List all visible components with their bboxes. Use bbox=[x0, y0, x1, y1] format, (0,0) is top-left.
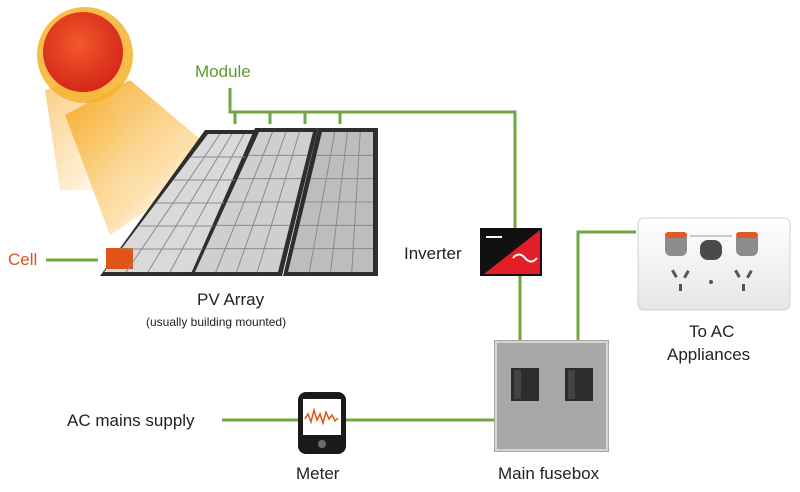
pv-array-note: (usually building mounted) bbox=[146, 315, 287, 329]
meter-icon bbox=[298, 392, 346, 454]
inverter-label: Inverter bbox=[404, 244, 462, 263]
power-outlet-icon bbox=[637, 217, 791, 311]
inverter-icon bbox=[480, 228, 542, 276]
meter-label: Meter bbox=[296, 464, 340, 483]
sun-icon bbox=[37, 7, 225, 235]
ac-mains-label: AC mains supply bbox=[67, 411, 195, 430]
wiring bbox=[46, 88, 636, 422]
to-ac-label: To AC bbox=[689, 322, 735, 341]
fusebox-icon bbox=[494, 340, 609, 452]
appliances-label: Appliances bbox=[667, 345, 751, 364]
cell-highlight bbox=[106, 248, 133, 269]
fusebox-label: Main fusebox bbox=[498, 464, 600, 483]
pv-array-label: PV Array bbox=[197, 290, 265, 309]
module-label: Module bbox=[195, 62, 251, 81]
cell-label: Cell bbox=[8, 250, 38, 269]
pv-array bbox=[100, 128, 378, 276]
